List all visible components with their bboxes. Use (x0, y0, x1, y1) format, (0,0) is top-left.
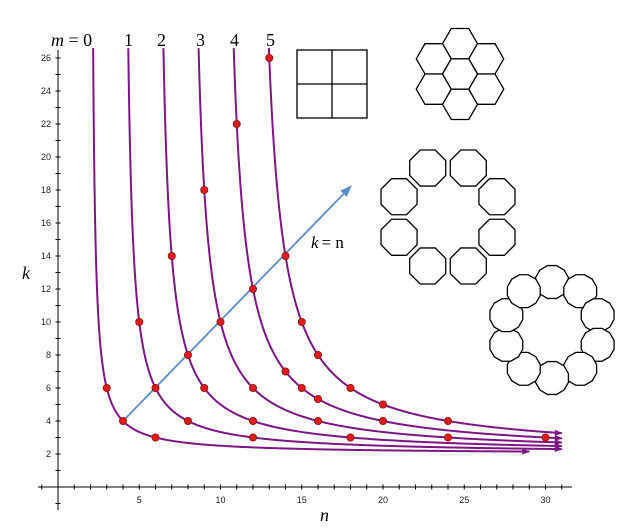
data-point-m-0 (151, 433, 160, 442)
x-tick-label: 5 (137, 495, 142, 505)
dodecagon (489, 327, 524, 362)
hexagon-cluster-figure (415, 27, 505, 121)
octagon (409, 149, 447, 187)
dodecagon (534, 264, 570, 300)
data-point-m-4 (248, 284, 257, 293)
curve-label-5: 5 (266, 30, 275, 50)
data-point-m-2 (346, 433, 355, 442)
data-point-m-3 (248, 383, 257, 392)
octagon (380, 218, 418, 256)
curve-label-3: 3 (196, 30, 205, 50)
octagon (478, 178, 516, 216)
data-point-m-2 (183, 350, 192, 359)
x-axis-title: n (320, 505, 329, 525)
data-point-m-4 (281, 367, 290, 376)
data-point-m-5 (346, 383, 355, 392)
dodecagon (580, 327, 615, 362)
y-tick-label: 18 (41, 185, 51, 195)
y-tick-label: 10 (41, 317, 51, 327)
x-tick-label: 20 (378, 495, 388, 505)
dodecagon (506, 274, 541, 309)
y-tick-label: 12 (41, 284, 51, 294)
data-point-m-2 (200, 383, 209, 392)
data-point-m-2 (248, 416, 257, 425)
hexagon (441, 58, 479, 90)
y-tick-label: 16 (41, 218, 51, 228)
y-tick-label: 2 (46, 449, 51, 459)
data-point-m-5 (297, 317, 306, 326)
curve-label-m-0: m = 0 (51, 30, 92, 50)
diagonal-line (122, 185, 352, 422)
curve-label-1: 1 (124, 30, 133, 50)
octagon-ring-figure (380, 149, 516, 285)
data-point-m-5 (281, 251, 290, 260)
octagon (409, 247, 447, 285)
x-ticks: 5 10 15 20 25 30 (41, 484, 563, 505)
data-point-m-3 (443, 433, 452, 442)
y-tick-label: 20 (41, 152, 51, 162)
curve-m-1 (127, 48, 563, 453)
y-tick-label: 24 (41, 86, 51, 96)
x-tick-label: 10 (215, 495, 225, 505)
axes (38, 50, 572, 510)
dodecagon (506, 351, 541, 386)
dodecagon (580, 298, 615, 333)
y-tick-label: 22 (41, 119, 51, 129)
data-point-m-0 (119, 416, 128, 425)
data-point-m-1 (183, 416, 192, 425)
data-point-m-5 (313, 350, 322, 359)
curve-m-2 (162, 48, 563, 449)
data-point-m-5 (265, 54, 274, 63)
x-tick-label: 15 (297, 495, 307, 505)
data-point-m-1 (248, 433, 257, 442)
dodecagon (563, 351, 598, 386)
diagonal-label: k= n (311, 233, 344, 252)
data-point-m-2 (167, 251, 176, 260)
y-tick-label: 6 (46, 383, 51, 393)
data-point-m-5 (443, 416, 452, 425)
octagon (449, 247, 487, 285)
data-point-m-4 (378, 416, 387, 425)
square-tiling-figure (296, 49, 368, 119)
dodecagon-ring-figure (489, 264, 615, 396)
y-tick-label: 8 (46, 350, 51, 360)
data-points (102, 54, 550, 442)
data-point-m-3 (313, 416, 322, 425)
y-tick-label: 26 (41, 53, 51, 63)
octagon (380, 178, 418, 216)
curve-m-0 (92, 48, 531, 455)
data-point-m-1 (151, 383, 160, 392)
y-tick-label: 14 (41, 251, 51, 261)
data-point-m-4 (297, 383, 306, 392)
curve-labels: m = 0 1 2 3 4 5 (51, 30, 275, 50)
data-point-m-5 (378, 400, 387, 409)
data-point-m-3 (200, 185, 209, 194)
octagon (478, 218, 516, 256)
data-point-m-4 (232, 120, 241, 129)
data-point-m-3 (216, 317, 225, 326)
curve-label-4: 4 (230, 30, 239, 50)
data-point-m-4 (313, 395, 322, 404)
y-tick-label: 4 (46, 416, 51, 426)
x-tick-label: 25 (459, 495, 469, 505)
data-point-m-1 (135, 317, 144, 326)
data-point-m-4 (541, 433, 550, 442)
y-axis-title: k (22, 263, 31, 283)
x-tick-label: 30 (540, 495, 550, 505)
curve-label-2: 2 (157, 30, 166, 50)
data-point-m-0 (102, 383, 111, 392)
octagon (449, 149, 487, 187)
